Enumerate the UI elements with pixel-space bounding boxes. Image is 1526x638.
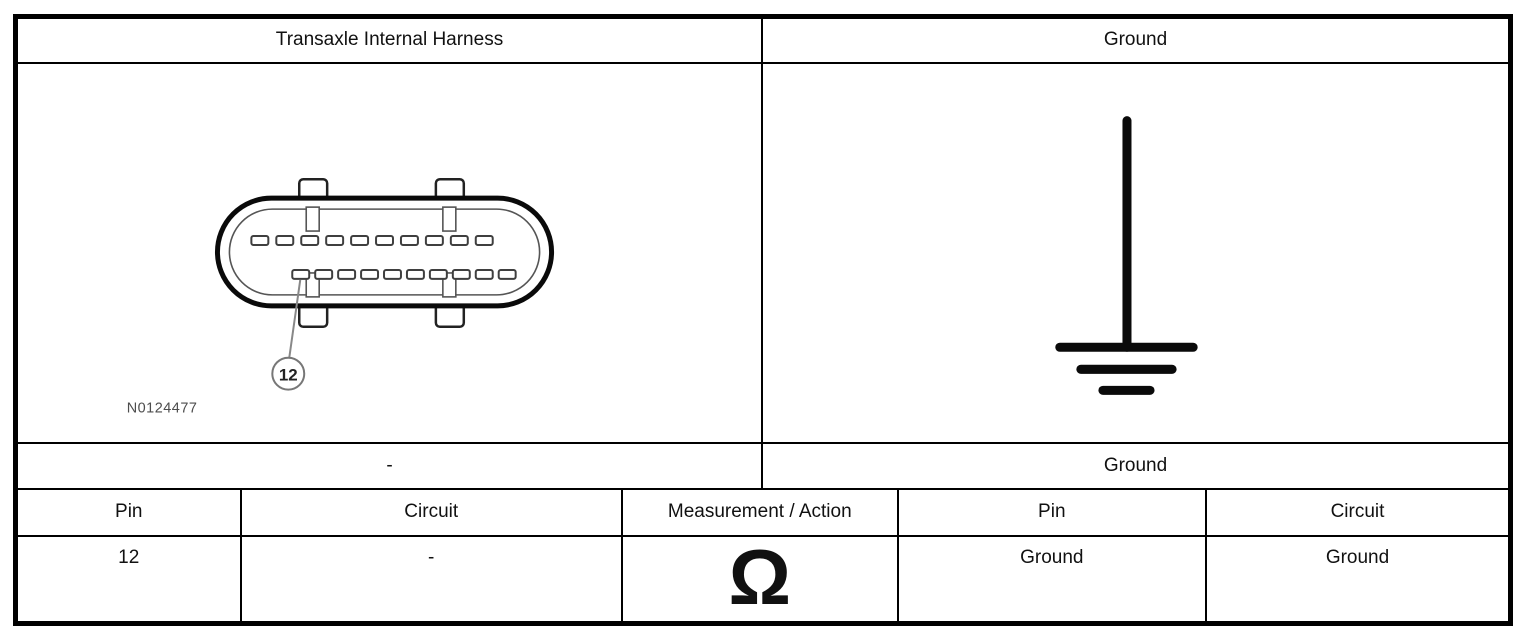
cell-circuit-left: - — [242, 537, 623, 621]
header-circuit-right: Circuit — [1330, 501, 1385, 523]
pin-callout-number: 12 — [279, 366, 298, 385]
figure-row: 12 N0124477 — [18, 64, 1508, 444]
cell-circuit-right: Ground — [1325, 547, 1390, 568]
caption-row: - Ground — [18, 444, 1508, 490]
header-pin-right: Pin — [899, 490, 1207, 535]
oval-20-pin-connector-icon: 12 N0124477 — [127, 177, 555, 417]
right-panel-title: Ground — [1103, 29, 1168, 51]
cell-pin-right: Ground — [899, 537, 1207, 621]
header-circuit-left: Circuit — [242, 490, 623, 535]
ground-figure-cell — [763, 64, 1508, 442]
table-row: 12 - Ω Ground Ground — [18, 537, 1508, 621]
pin-callout-circle — [271, 356, 306, 391]
test-table: Transaxle Internal Harness Ground — [13, 14, 1513, 626]
connector-figure-cell: 12 N0124477 — [18, 64, 763, 442]
left-panel-caption: - — [18, 444, 763, 488]
ground-symbol-icon — [1055, 116, 1198, 395]
header-measurement-action: Measurement / Action — [623, 490, 899, 535]
panel-title-row: Transaxle Internal Harness Ground — [18, 19, 1508, 64]
right-panel-caption: Ground — [1103, 454, 1168, 476]
left-panel-title: Transaxle Internal Harness — [18, 19, 763, 62]
column-header-row: Pin Circuit Measurement / Action Pin Cir… — [18, 490, 1508, 537]
cell-measurement: Ω — [623, 537, 899, 621]
cell-pin-left: 12 — [18, 537, 242, 621]
ohm-symbol: Ω — [728, 537, 792, 621]
header-pin-left: Pin — [18, 490, 242, 535]
figure-id-label: N0124477 — [127, 401, 198, 417]
